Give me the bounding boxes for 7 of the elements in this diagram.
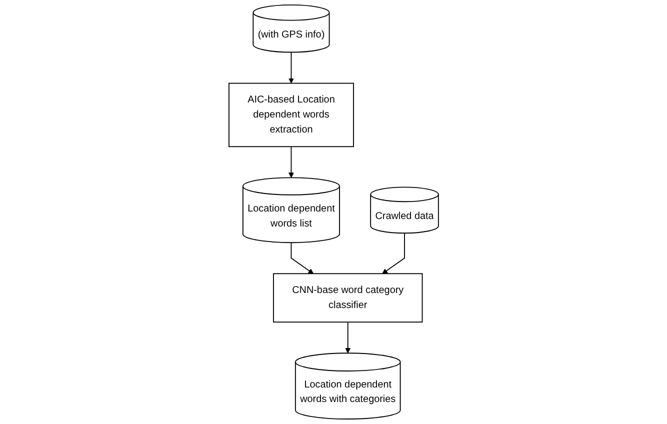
arrow (288, 52, 294, 84)
arrow (344, 322, 350, 354)
node-box: AIC-based Location dependent words extraction (228, 82, 354, 148)
arrow (290, 242, 314, 274)
node-box: CNN-base word category classifier (272, 273, 423, 323)
arrow (382, 232, 405, 274)
arrow (288, 146, 294, 178)
